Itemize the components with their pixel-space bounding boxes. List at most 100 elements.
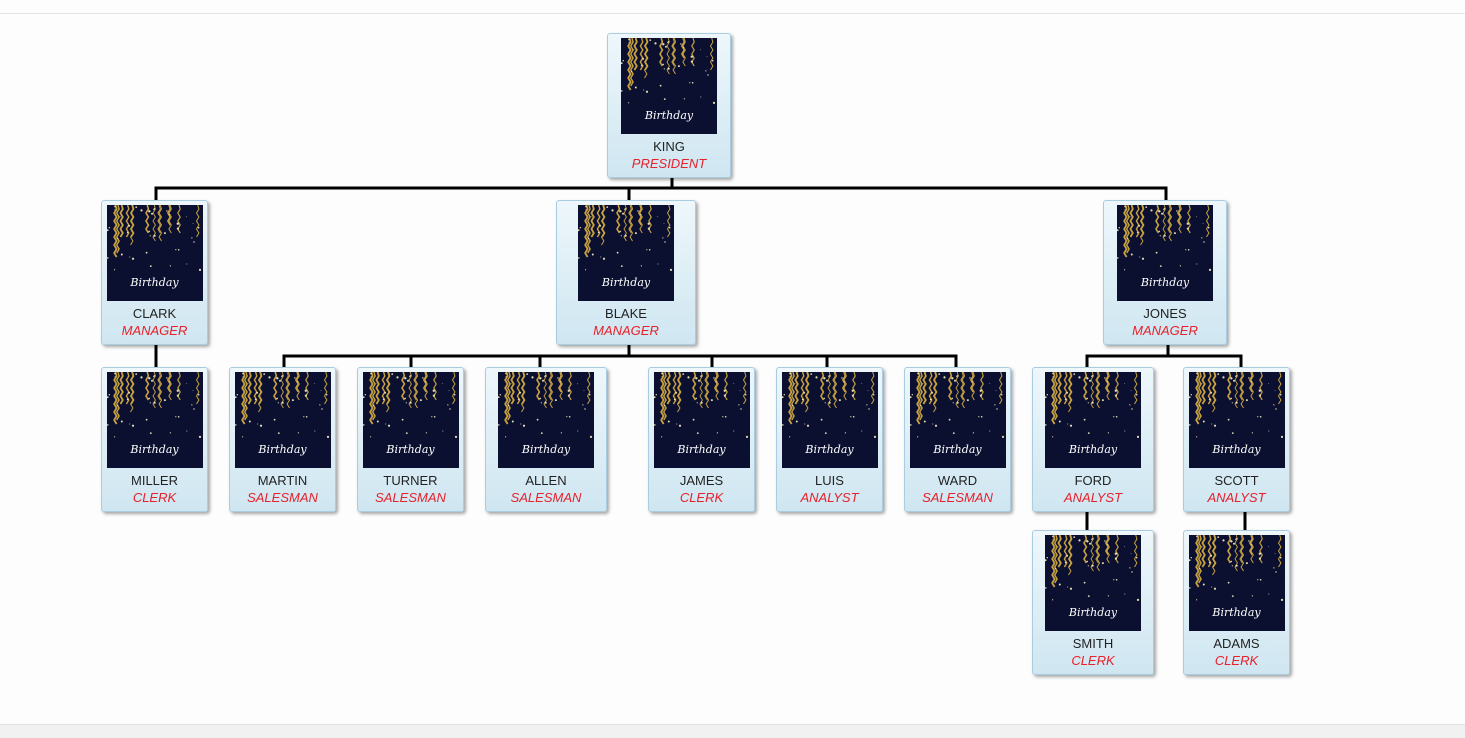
org-node-james[interactable]: Birthday JAMES CLERK bbox=[648, 367, 755, 512]
confetti-streamer bbox=[1106, 372, 1110, 401]
org-node-clark[interactable]: Birthday CLARK MANAGER bbox=[101, 200, 208, 345]
confetti-dot bbox=[409, 401, 412, 404]
employee-photo: Birthday bbox=[498, 372, 594, 468]
confetti-dot bbox=[640, 265, 642, 267]
confetti-dot bbox=[1210, 586, 1212, 588]
confetti-streamer bbox=[549, 372, 554, 409]
confetti-dot bbox=[1057, 546, 1059, 547]
confetti-dot bbox=[953, 379, 956, 382]
confetti-dot bbox=[1115, 579, 1118, 581]
employee-title: ANALYST bbox=[1063, 490, 1123, 505]
org-node-smith[interactable]: Birthday SMITH CLERK bbox=[1032, 530, 1154, 675]
confetti-dot bbox=[147, 230, 150, 233]
confetti-dot bbox=[297, 432, 299, 434]
confetti-streamer bbox=[129, 205, 133, 246]
confetti-streamer bbox=[1197, 372, 1202, 421]
confetti-dot bbox=[1155, 251, 1158, 254]
employee-name: KING bbox=[653, 139, 685, 154]
confetti-dot bbox=[275, 377, 278, 380]
confetti-dot bbox=[185, 263, 187, 265]
confetti-dot bbox=[116, 404, 118, 407]
confetti-streamer bbox=[793, 372, 799, 405]
org-node-martin[interactable]: Birthday MARTIN SALESMAN bbox=[229, 367, 336, 512]
confetti-dot bbox=[1210, 423, 1212, 425]
confetti-streamer bbox=[1104, 535, 1109, 556]
confetti-dot bbox=[737, 404, 739, 406]
confetti-dot bbox=[149, 235, 151, 237]
confetti-dot bbox=[375, 383, 376, 384]
confetti-dot bbox=[395, 376, 399, 379]
confetti-dot bbox=[860, 383, 862, 385]
confetti-dot bbox=[526, 373, 529, 375]
org-node-ward[interactable]: Birthday WARD SALESMAN bbox=[904, 367, 1011, 512]
confetti-streamer bbox=[167, 205, 172, 234]
confetti-dot bbox=[1196, 539, 1197, 541]
org-node-blake[interactable]: Birthday BLAKE MANAGER bbox=[556, 200, 696, 345]
confetti-streamer bbox=[1197, 535, 1202, 584]
org-node-allen[interactable]: Birthday ALLEN SALESMAN bbox=[485, 367, 607, 512]
org-node-jones[interactable]: Birthday JONES MANAGER bbox=[1103, 200, 1227, 345]
confetti-dot bbox=[531, 376, 534, 379]
employee-photo: Birthday bbox=[1188, 372, 1285, 468]
confetti-dot bbox=[1067, 423, 1069, 425]
confetti-streamer bbox=[294, 372, 299, 393]
confetti-dot bbox=[732, 383, 734, 385]
confetti-dot bbox=[192, 223, 193, 224]
confetti-dot bbox=[241, 372, 244, 375]
confetti-dot bbox=[147, 397, 150, 400]
confetti-dot bbox=[690, 60, 693, 63]
confetti-dot bbox=[916, 372, 919, 375]
confetti-streamer bbox=[257, 372, 261, 413]
confetti-dot bbox=[657, 263, 659, 265]
confetti-dot bbox=[1130, 553, 1132, 554]
confetti-dot bbox=[153, 234, 156, 237]
org-node-luis[interactable]: Birthday LUIS ANALYST bbox=[776, 367, 883, 512]
org-node-miller[interactable]: Birthday MILLER CLERK bbox=[101, 367, 208, 512]
confetti-dot bbox=[1231, 595, 1234, 597]
confetti-dot bbox=[710, 399, 713, 402]
confetti-dot bbox=[1136, 598, 1140, 601]
confetti-dot bbox=[683, 98, 685, 100]
confetti-dot bbox=[582, 404, 584, 406]
confetti-streamer bbox=[1211, 535, 1215, 576]
confetti-dot bbox=[937, 373, 940, 375]
org-node-adams[interactable]: Birthday ADAMS CLERK bbox=[1183, 530, 1290, 675]
confetti-dot bbox=[498, 424, 500, 426]
confetti-dot bbox=[1195, 436, 1197, 438]
org-node-king[interactable]: Birthday KING PRESIDENT bbox=[607, 33, 731, 178]
employee-photo: Birthday bbox=[1045, 372, 1141, 468]
confetti-dot bbox=[1179, 265, 1181, 267]
confetti-dot bbox=[313, 383, 315, 385]
employee-name: JAMES bbox=[679, 473, 724, 488]
confetti-dot bbox=[721, 416, 723, 418]
confetti-dot bbox=[1091, 401, 1094, 404]
confetti-dot bbox=[794, 383, 795, 384]
confetti-dot bbox=[273, 418, 275, 421]
confetti-dot bbox=[520, 423, 522, 425]
confetti-streamer bbox=[1133, 535, 1138, 568]
confetti-dot bbox=[190, 404, 192, 406]
confetti-dot bbox=[822, 397, 825, 400]
org-node-scott[interactable]: Birthday SCOTT ANALYST bbox=[1183, 367, 1290, 512]
confetti-dot bbox=[1190, 557, 1192, 559]
confetti-streamer bbox=[970, 372, 975, 401]
org-node-turner[interactable]: Birthday TURNER SALESMAN bbox=[357, 367, 464, 512]
org-node-ford[interactable]: Birthday FORD ANALYST bbox=[1032, 367, 1154, 512]
confetti-dot bbox=[1124, 209, 1126, 211]
confetti-dot bbox=[1046, 557, 1048, 559]
confetti-dot bbox=[259, 424, 262, 427]
confetti-dot bbox=[1086, 377, 1089, 380]
confetti-streamer bbox=[961, 372, 965, 409]
confetti-dot bbox=[1107, 380, 1109, 383]
confetti-dot bbox=[505, 372, 507, 375]
confetti-dot bbox=[152, 375, 155, 378]
confetti-dot bbox=[1279, 556, 1281, 559]
confetti-dot bbox=[1078, 376, 1081, 379]
confetti-dot bbox=[127, 224, 130, 227]
confetti-dot bbox=[851, 389, 854, 392]
confetti-dot bbox=[256, 423, 258, 425]
confetti-dot bbox=[588, 393, 591, 396]
confetti-dot bbox=[1086, 540, 1089, 543]
confetti-dot bbox=[1114, 552, 1117, 555]
confetti-dot bbox=[919, 404, 921, 407]
